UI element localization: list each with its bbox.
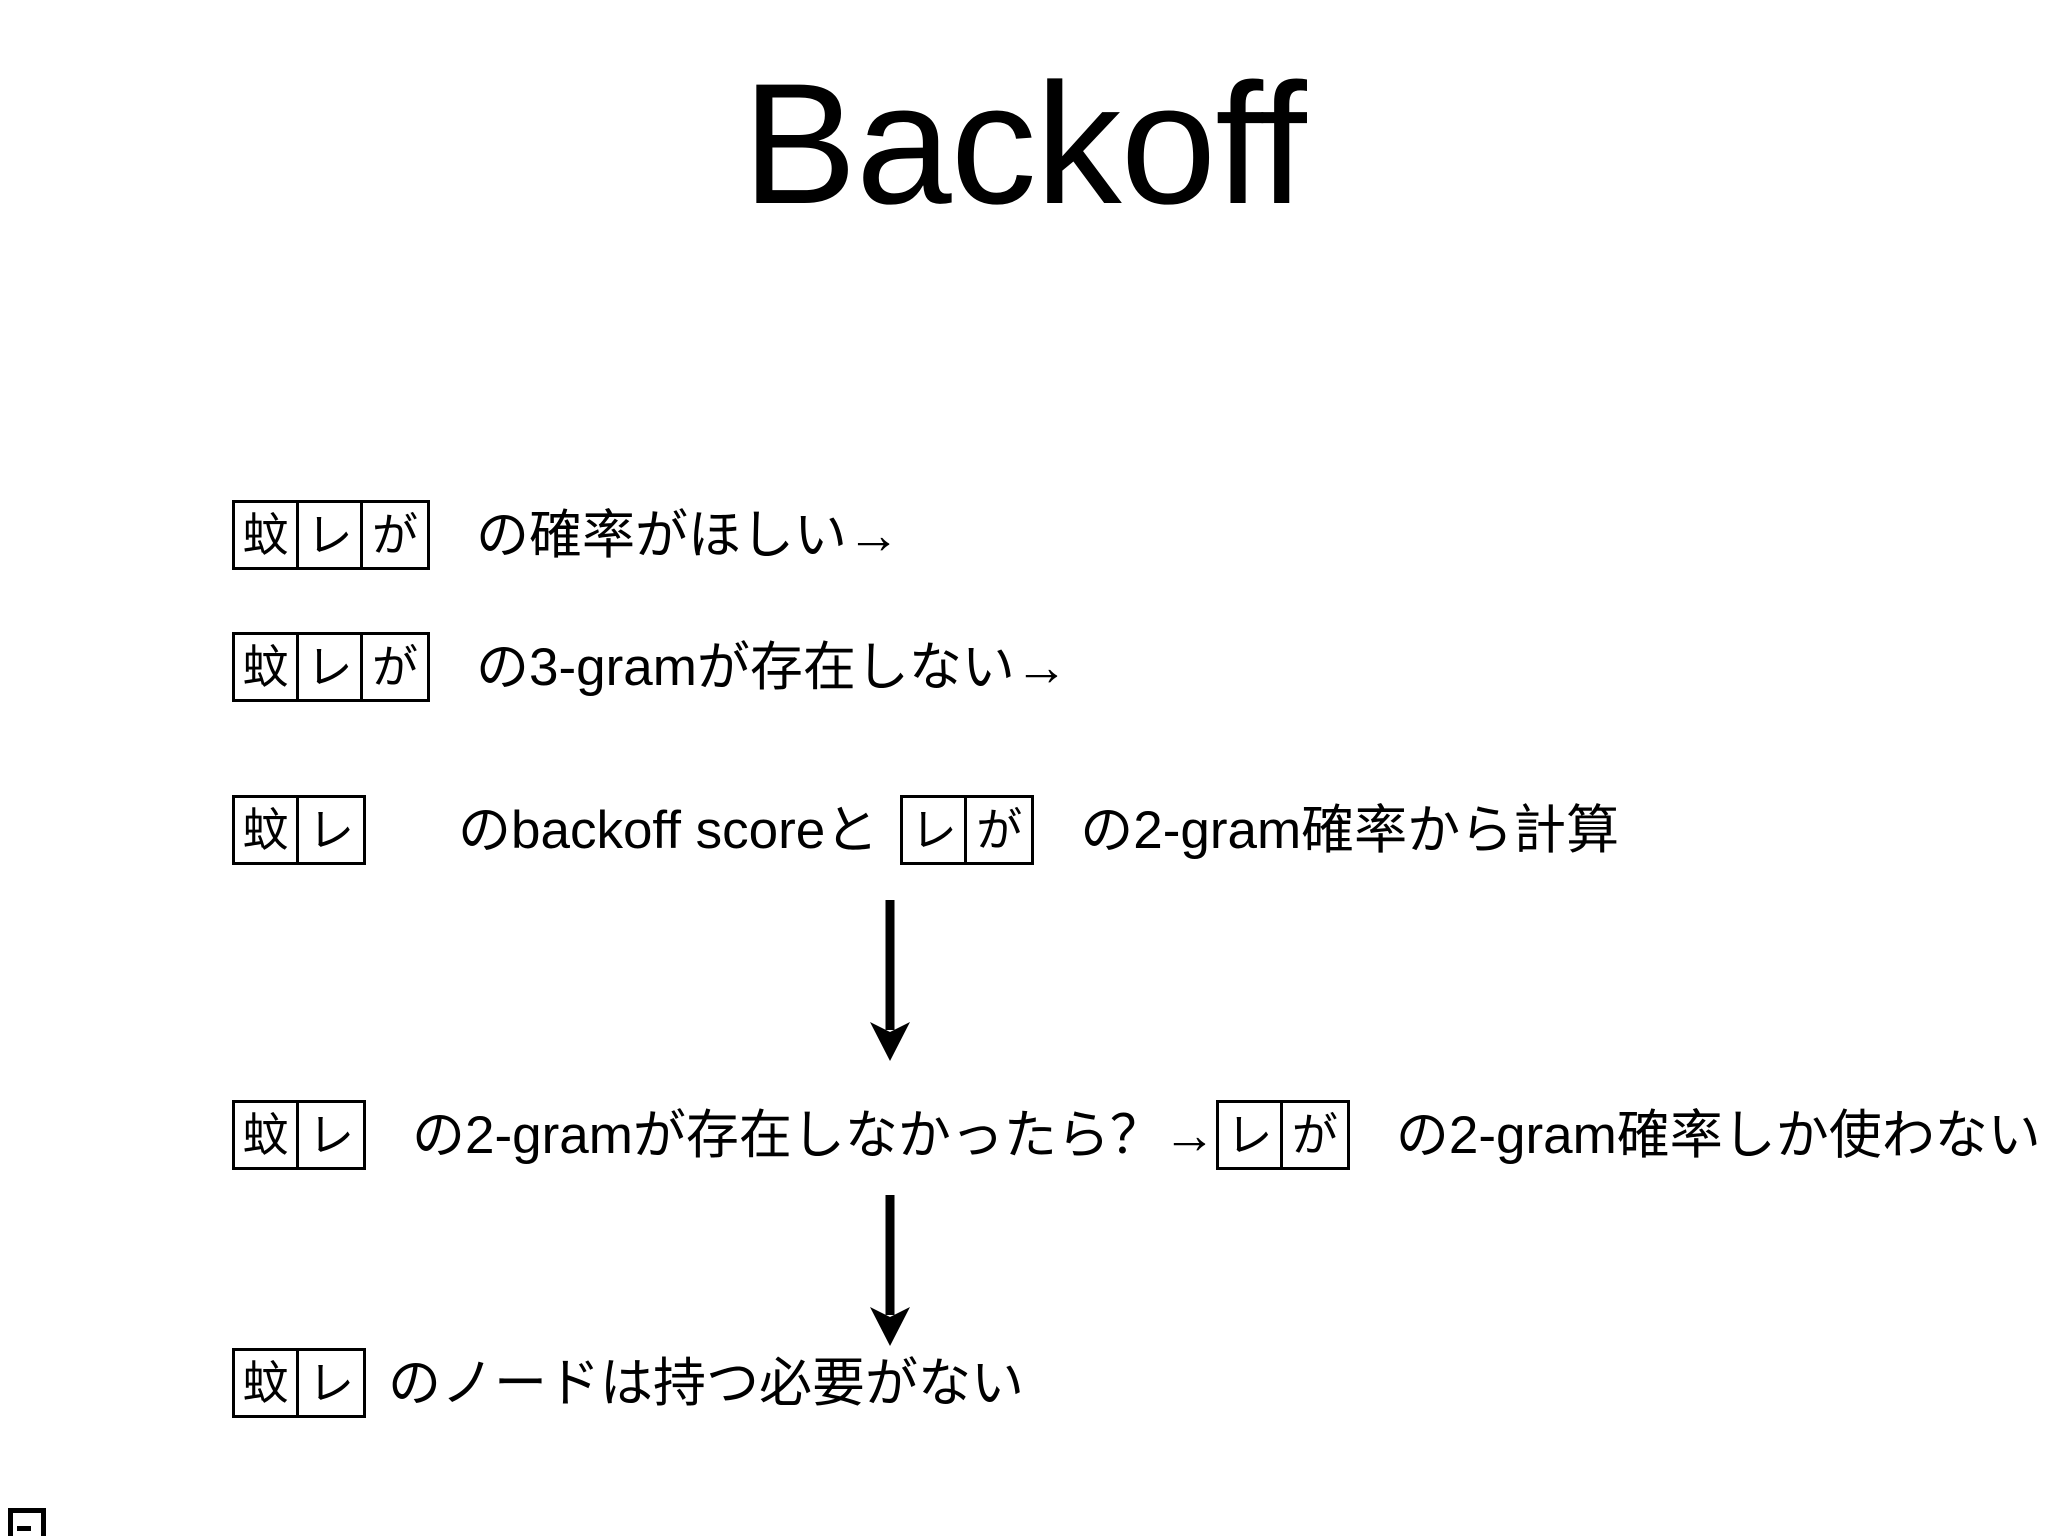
page-title: Backoff: [742, 48, 1307, 240]
line5-text: のノードは持つ必要がない: [388, 1353, 1024, 1413]
arrow-down-1: [855, 900, 925, 1062]
ngram-cell: が: [372, 641, 418, 693]
ngram-box-line5-start: 蚊 レ: [232, 1348, 366, 1418]
ngram-cell: レ: [308, 1357, 354, 1409]
ngram-cell: レ: [1219, 1103, 1283, 1167]
line2-text: の3-gramが存在しない→: [476, 637, 1068, 697]
line4-text-mid: の2-gramが存在しなかったら？→: [412, 1105, 1216, 1165]
ngram-box-line4-start: 蚊 レ: [232, 1100, 366, 1170]
content-line-5: 蚊 レ のノードは持つ必要がない: [232, 1348, 1024, 1418]
ngram-cell: レ: [308, 804, 354, 856]
ngram-cell: が: [1291, 1109, 1338, 1161]
line4-text-end: の2-gram確率しか使わない: [1395, 1105, 2041, 1165]
line3-text-end: の2-gram確率から計算: [1080, 800, 1620, 860]
ngram-cell: レ: [299, 635, 363, 699]
arrow-down-2: [855, 1195, 925, 1347]
ngram-box-line2-start: 蚊 レ が: [232, 632, 430, 702]
ngram-cell: が: [976, 804, 1023, 856]
ngram-cell: レ: [903, 798, 968, 862]
ngram-cell: 蚊: [235, 798, 299, 862]
ngram-box-line4-mid: レ が: [1215, 1100, 1350, 1170]
ngram-cell: 蚊: [235, 503, 299, 567]
ngram-cell: 蚊: [235, 1103, 299, 1167]
ngram-box-line3-start: 蚊 レ: [232, 795, 366, 865]
content-line-2: 蚊 レ が の3-gramが存在しない→: [232, 632, 1068, 702]
line3-text-mid: のbackoff scoreと: [458, 800, 879, 860]
corner-marker-dash: [17, 1526, 31, 1531]
ngram-cell: レ: [299, 503, 363, 567]
ngram-cell: レ: [308, 1109, 354, 1161]
ngram-cell: が: [372, 509, 418, 561]
corner-marker-icon: [8, 1508, 46, 1536]
content-line-3: 蚊 レ のbackoff scoreと レ が の2-gram確率から計算: [232, 795, 1619, 865]
ngram-box-line3-mid: レ が: [900, 795, 1035, 865]
ngram-cell: 蚊: [235, 1351, 299, 1415]
content-line-4: 蚊 レ の2-gramが存在しなかったら？→ レ が の2-gram確率しか使わ…: [232, 1100, 2041, 1170]
ngram-cell: 蚊: [235, 635, 299, 699]
content-line-1: 蚊 レ が の確率がほしい→: [232, 500, 900, 570]
line1-text: の確率がほしい→: [476, 505, 900, 565]
ngram-box-line1-start: 蚊 レ が: [232, 500, 430, 570]
